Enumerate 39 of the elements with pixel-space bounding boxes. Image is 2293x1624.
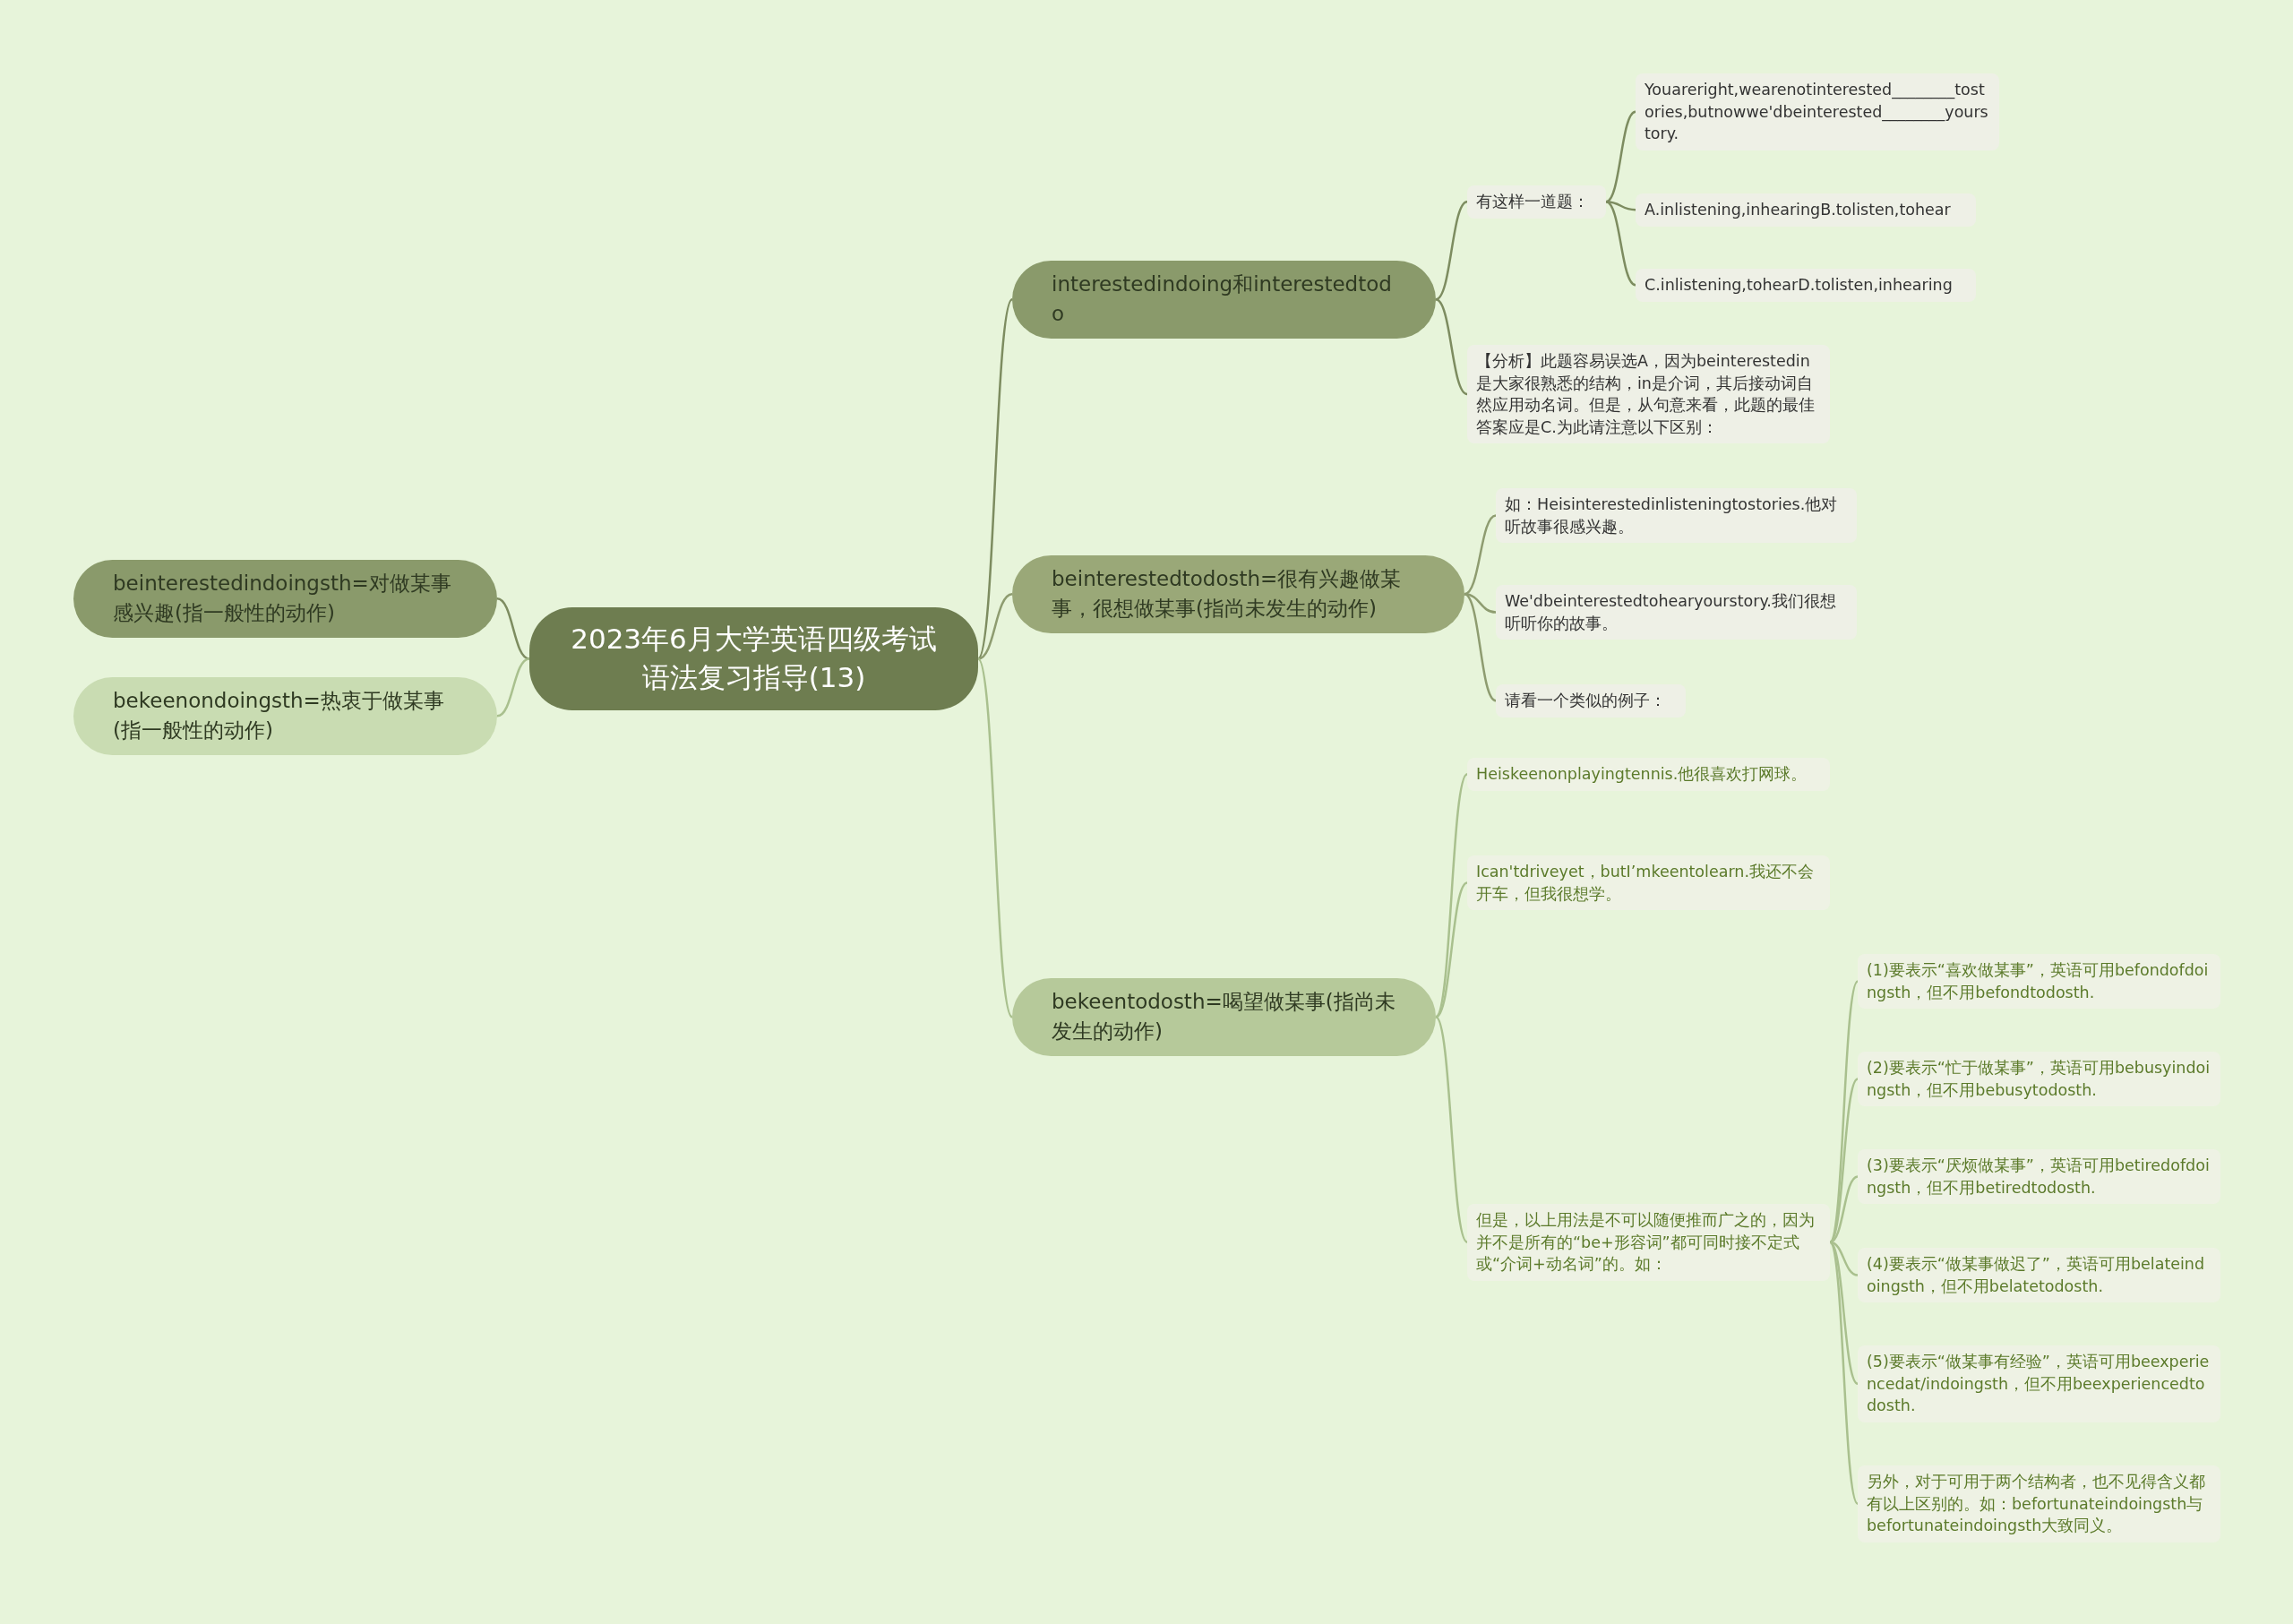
connector-line (1435, 201, 1468, 301)
note-card: (4)要表示“做某事做迟了”，英语可用belateindoingsth，但不用belatetodosth. (1858, 1248, 2220, 1302)
note-card: (3)要表示“厌烦做某事”，英语可用betiredofdoingsth，但不用betiredtodosth. (1858, 1149, 2220, 1204)
connector-line (1464, 593, 1497, 702)
branch-topic: bekeentodosth=喝望做某事(指尚未发生的动作) (1012, 978, 1436, 1056)
note-card: 有这样一道题： (1467, 185, 1606, 219)
note-card: Ican'tdriveyet，butI’mkeentolearn.我还不会开车，但我很想学。 (1467, 855, 1830, 910)
note-card: A.inlistening,inhearingB.tolisten,tohear (1636, 193, 1976, 227)
connector-line (1605, 110, 1636, 203)
note-card: (5)要表示“做某事有经验”，英语可用beexperiencedat/indoingsth，但不用beexperiencedtodosth. (1858, 1345, 2220, 1422)
central-topic: 2023年6月大学英语四级考试语法复习指导(13) (529, 607, 978, 710)
note-card: (2)要表示“忙于做某事”，英语可用bebusyindoingsth，但不用bebusytodosth. (1858, 1052, 2220, 1106)
note-card: 请看一个类似的例子： (1496, 684, 1686, 717)
branch-topic: bekeenondoingsth=热衷于做某事(指一般性的动作) (73, 677, 497, 755)
connector-line (977, 593, 1013, 660)
note-card: Heiskeenonplayingtennis.他很喜欢打网球。 (1467, 758, 1830, 791)
note-card: (1)要表示“喜欢做某事”，英语可用befondofdoingsth，但不用befondtodosth. (1858, 954, 2220, 1009)
branch-topic: beinterestedindoingsth=对做某事感兴趣(指一般性的动作) (73, 560, 497, 638)
note-card: 另外，对于可用于两个结构者，也不见得含义都有以上区别的。如：befortunateindoingsth与befortunateindoingsth大致同义。 (1858, 1465, 2220, 1542)
note-card: We'dbeinterestedtohearyourstory.我们很想听听你的故事。 (1496, 585, 1857, 640)
note-card: Youareright,wearenotinterested________tostories,butnowwe'dbeinterested________yourstory. (1636, 73, 1999, 150)
note-card: 【分析】此题容易误选A，因为beinterestedin是大家很熟悉的结构，in是介词，其后接动词自然应用动名词。但是，从句意来看，此题的最佳答案应是C.为此请注意以下区别： (1467, 345, 1830, 443)
connector-line (1435, 298, 1468, 396)
connector-line (1435, 1016, 1468, 1243)
branch-topic: beinterestedtodosth=很有兴趣做某事，很想做某事(指尚未发生的动作) (1012, 555, 1464, 633)
connector-line (1828, 1242, 1859, 1505)
connector-line (1464, 593, 1497, 614)
connector-line (496, 597, 530, 660)
note-card: 但是，以上用法是不可以随便推而广之的，因为并不是所有的“be+形容词”都可同时接不定式或“介词+动名词”的。如： (1467, 1204, 1830, 1281)
note-card: 如：Heisinterestedinlisteningtostories.他对听故事很感兴趣。 (1496, 488, 1857, 543)
connector-line (1605, 201, 1636, 287)
connector-line (976, 657, 1014, 1018)
connector-line (496, 657, 530, 717)
connector-line (976, 298, 1014, 659)
branch-topic: interestedindoing和interestedtodo (1012, 261, 1436, 339)
connector-line (1435, 881, 1468, 1018)
connector-line (1829, 1078, 1859, 1243)
note-card: C.inlistening,tohearD.tolisten,inhearing (1636, 269, 1976, 302)
connector-line (1464, 514, 1497, 596)
